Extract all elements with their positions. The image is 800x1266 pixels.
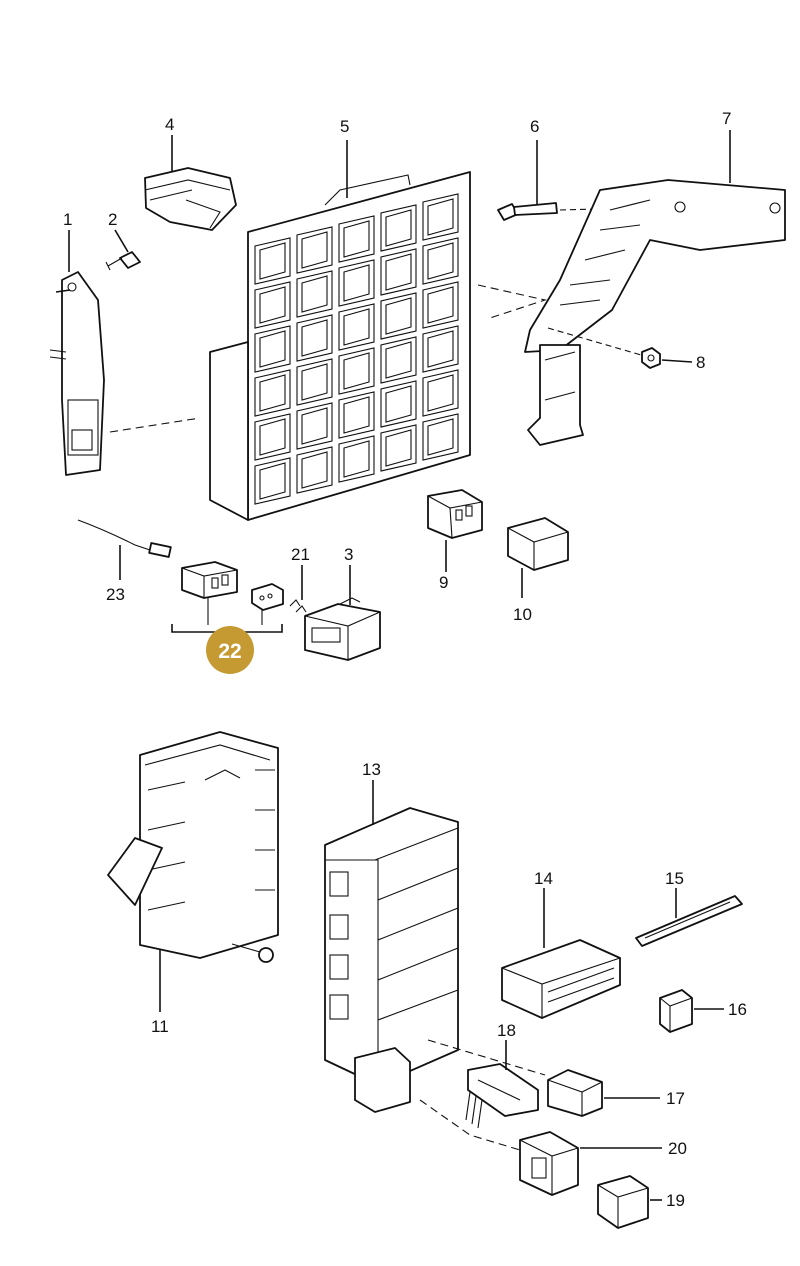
callout-23: 23: [106, 585, 125, 604]
grid-cell: [380, 336, 417, 384]
grid-cell: [296, 402, 333, 450]
grid-cell: [422, 281, 459, 329]
grid-cell: [338, 215, 375, 263]
grid-cell: [338, 391, 375, 439]
callout-9: 9: [439, 573, 448, 592]
callout-16: 16: [728, 1000, 747, 1019]
grid-cell: [422, 193, 459, 241]
callout-17: 17: [666, 1089, 685, 1108]
grid-cell: [422, 325, 459, 373]
highlight-badge-22[interactable]: 22: [206, 626, 254, 674]
grid-cell: [380, 248, 417, 296]
grid-cell: [422, 369, 459, 417]
grid-cell: [296, 446, 333, 494]
grid-cell: [296, 358, 333, 406]
grid-cell: [422, 237, 459, 285]
callout-19: 19: [666, 1191, 685, 1210]
grid-cell: [380, 380, 417, 428]
relay-holder-part-20[interactable]: [519, 1131, 579, 1196]
callout-10: 10: [513, 605, 532, 624]
wire-lead-part-23[interactable]: [77, 519, 172, 558]
grid-cell: [338, 435, 375, 483]
clip-part-4[interactable]: [144, 167, 237, 231]
terminal-pins-part-22[interactable]: [251, 583, 284, 611]
strip-part-15[interactable]: [635, 895, 743, 947]
grid-cell: [254, 281, 291, 329]
grid-cell: [422, 413, 459, 461]
housing-part-11[interactable]: [107, 731, 279, 959]
grid-cell: [296, 314, 333, 362]
grid-cell: [254, 413, 291, 461]
callout-5: 5: [340, 117, 349, 136]
clips-part-21[interactable]: [289, 599, 307, 613]
callout-6: 6: [530, 117, 539, 136]
grid-cell: [380, 292, 417, 340]
relay-socket-part-9[interactable]: [427, 489, 483, 539]
callout-11: 11: [151, 1017, 169, 1036]
grid-cell: [296, 270, 333, 318]
callout-2: 2: [108, 210, 117, 229]
relay-base-part-3[interactable]: [304, 597, 381, 661]
callout-15: 15: [665, 869, 684, 888]
grid-cell: [254, 237, 291, 285]
nut-part-8[interactable]: [641, 347, 661, 369]
grid-cell: [380, 424, 417, 472]
screw-part-2[interactable]: [105, 251, 141, 271]
grid-cell: [254, 325, 291, 373]
grid-cell: [338, 347, 375, 395]
callout-7: 7: [722, 109, 731, 128]
connector-housing-part-22[interactable]: [181, 561, 238, 599]
grid-cell: [338, 259, 375, 307]
relay-part-19[interactable]: [597, 1175, 649, 1229]
screw-part-11[interactable]: [231, 943, 274, 963]
bracket-part-1[interactable]: [49, 271, 105, 476]
callout-21: 21: [291, 545, 310, 564]
grid-cell: [254, 369, 291, 417]
callout-14: 14: [534, 869, 553, 888]
grid-cell: [338, 303, 375, 351]
grid-cell: [296, 226, 333, 274]
callout-8: 8: [696, 353, 705, 372]
connector-part-18[interactable]: [465, 1063, 539, 1129]
flat-connector-part-17[interactable]: [547, 1069, 603, 1117]
relay-part-10[interactable]: [507, 517, 569, 571]
callout-3: 3: [344, 545, 353, 564]
relay-carrier-part-5[interactable]: [209, 171, 471, 521]
callout-20: 20: [668, 1139, 687, 1158]
grid-cell: [380, 204, 417, 252]
fuse-block-part-14[interactable]: [501, 939, 621, 1019]
callout-18: 18: [497, 1021, 516, 1040]
mounting-bracket-part-7[interactable]: [524, 179, 786, 446]
callout-13: 13: [362, 760, 381, 779]
grid-cell: [254, 457, 291, 505]
callout-4: 4: [165, 115, 174, 134]
badge-label: 22: [218, 640, 241, 663]
callout-1: 1: [63, 210, 72, 229]
fuse-part-16[interactable]: [659, 989, 693, 1033]
bolt-part-6[interactable]: [497, 202, 558, 221]
fuse-panel-part-13[interactable]: [324, 807, 459, 1113]
